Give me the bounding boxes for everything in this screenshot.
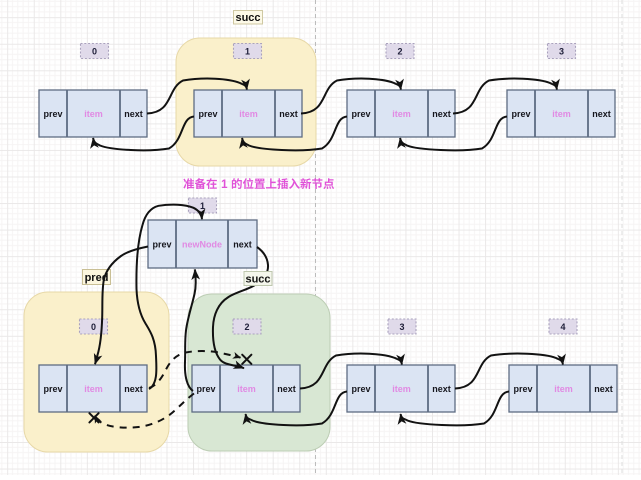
svg-text:item: item [84,109,103,119]
svg-text:prev: prev [198,109,217,119]
svg-text:item: item [239,109,258,119]
svg-text:prev: prev [43,109,62,119]
svg-text:2: 2 [397,46,402,56]
svg-text:next: next [124,384,143,394]
svg-text:next: next [432,109,451,119]
svg-text:0: 0 [91,322,96,332]
svg-text:item: item [237,384,256,394]
svg-text:prev: prev [351,384,370,394]
svg-text:item: item [392,109,411,119]
svg-text:newNode: newNode [182,239,222,249]
svg-text:next: next [279,109,298,119]
svg-text:3: 3 [399,322,404,332]
svg-text:0: 0 [92,46,97,56]
svg-text:succ: succ [235,12,260,24]
svg-text:prev: prev [152,239,171,249]
svg-text:prev: prev [196,384,215,394]
svg-text:1: 1 [245,46,250,56]
svg-text:1: 1 [200,201,205,211]
svg-text:3: 3 [559,46,564,56]
svg-text:next: next [277,384,296,394]
svg-text:4: 4 [560,322,565,332]
svg-text:prev: prev [43,384,62,394]
svg-text:item: item [552,109,571,119]
svg-text:item: item [392,384,411,394]
svg-text:next: next [594,384,613,394]
svg-text:prev: prev [511,109,530,119]
svg-text:next: next [592,109,611,119]
svg-text:2: 2 [244,322,249,332]
svg-text:next: next [233,239,252,249]
svg-text:next: next [124,109,143,119]
svg-text:next: next [432,384,451,394]
svg-text:pred: pred [85,272,109,284]
svg-text:succ: succ [245,273,270,285]
svg-text:prev: prev [351,109,370,119]
svg-text:prev: prev [513,384,532,394]
svg-text:item: item [554,384,573,394]
svg-text:item: item [84,384,103,394]
svg-text:1: 1 [221,179,228,191]
